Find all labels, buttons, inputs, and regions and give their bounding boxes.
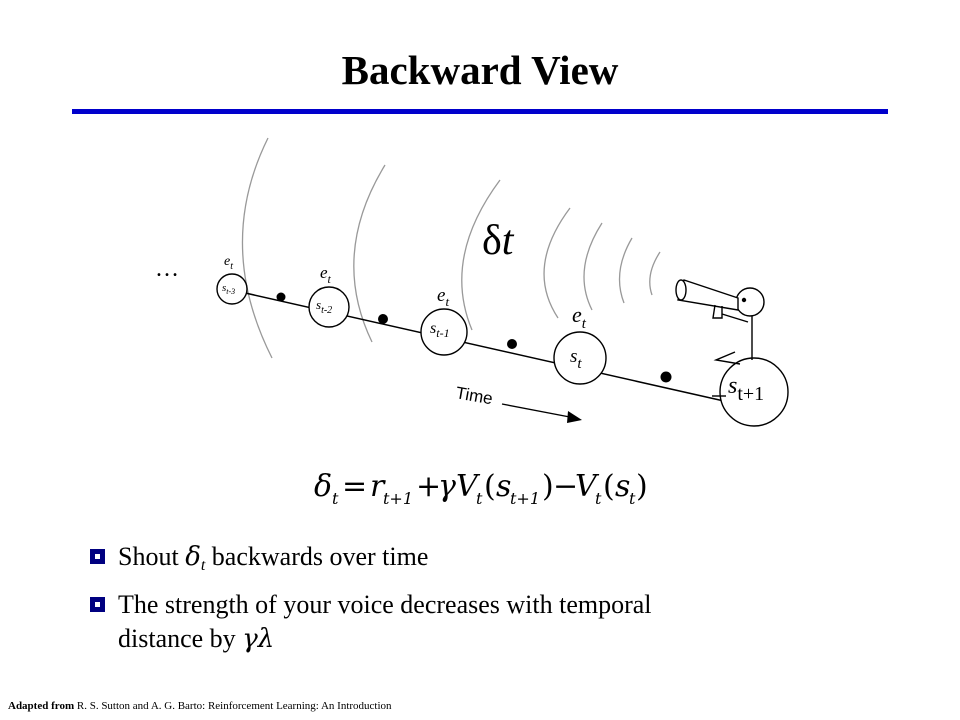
svg-text:et: et	[224, 254, 233, 272]
delta-label: δt	[482, 218, 515, 264]
delta-subscript: t	[200, 557, 206, 574]
wave-arc-4	[543, 207, 571, 319]
bullet-marker-icon	[90, 597, 105, 612]
svg-text:st+1: st+1	[728, 373, 764, 405]
trace-subscript: t	[230, 261, 233, 272]
svg-text:et: et	[572, 302, 587, 332]
slide-title: Backward View	[341, 47, 619, 93]
bullet-list: Shout δt backwards over time The strengt…	[90, 540, 870, 661]
state-subscript: t-3	[226, 287, 235, 296]
wave-arc-1	[241, 137, 273, 359]
svg-text:t: t	[476, 489, 483, 508]
svg-text:−: −	[553, 469, 578, 504]
svg-text:V: V	[575, 469, 600, 504]
svg-text:s: s	[496, 469, 511, 504]
state-label: s	[430, 320, 436, 337]
trace-subscript: t	[582, 316, 587, 332]
svg-text:γ: γ	[438, 469, 456, 504]
time-arrow	[501, 403, 576, 419]
td-error-formula: δ t = r t+1 + γ V t ( s t+1 ) − V t ( s …	[314, 469, 648, 508]
title-underline	[72, 109, 888, 114]
bullet-item: The strength of your voice decreases wit…	[90, 588, 870, 656]
bullet-text: The strength of your voice decreases wit…	[118, 590, 652, 619]
svg-text:V: V	[456, 469, 481, 504]
svg-text:=: =	[342, 469, 367, 504]
svg-text:t: t	[629, 489, 636, 508]
svg-text:s: s	[615, 469, 630, 504]
wave-arc-5	[583, 222, 603, 311]
trace-label: e	[320, 263, 328, 282]
svg-text:(: (	[603, 469, 615, 504]
footer-text: R. S. Sutton and A. G. Barto: Reinforcem…	[74, 700, 392, 712]
svg-text:t+1: t+1	[383, 489, 413, 508]
state-label: s	[570, 346, 577, 367]
state-circle-t-1	[420, 308, 468, 356]
trace-label: e	[437, 285, 445, 306]
bullet-item: Shout δt backwards over time	[90, 540, 870, 583]
svg-text:): )	[636, 469, 648, 504]
transition-dot	[507, 339, 517, 349]
state-subscript: t+1	[737, 383, 764, 405]
svg-text:st: st	[570, 346, 582, 372]
svg-text:t: t	[595, 489, 602, 508]
bullet-marker-icon	[90, 549, 105, 564]
state-label: s	[316, 297, 321, 312]
svg-text:t: t	[332, 489, 339, 508]
trace-label: e	[572, 302, 582, 327]
footer-citation: Adapted from R. S. Sutton and A. G. Bart…	[8, 700, 392, 712]
state-subscript: t-2	[321, 305, 332, 316]
svg-text:(: (	[484, 469, 496, 504]
state-subscript: t	[577, 356, 582, 372]
svg-text:δ: δ	[314, 469, 332, 504]
time-label: Time	[454, 383, 494, 408]
trace-subscript: t	[328, 272, 332, 286]
svg-text:+: +	[416, 469, 441, 504]
trace-subscript: t	[445, 294, 449, 309]
footer-bold: Adapted from	[8, 700, 75, 712]
svg-text:et: et	[437, 285, 449, 309]
svg-text:r: r	[370, 469, 386, 504]
bullet-text: backwards over time	[205, 542, 429, 571]
transition-dot	[378, 314, 388, 324]
state-circle-t-2	[308, 286, 350, 328]
svg-text:et: et	[320, 263, 332, 286]
state-circle-t+1	[719, 357, 789, 427]
state-circle-t-3	[216, 273, 248, 305]
svg-text:t+1: t+1	[510, 489, 540, 508]
megaphone-person-icon	[675, 279, 765, 397]
svg-text:st-2: st-2	[316, 297, 332, 316]
gamma-lambda-symbol: γλ	[242, 624, 275, 654]
bullet-text: distance by	[118, 624, 243, 653]
state-circle-t	[553, 331, 607, 385]
transition-dot	[276, 292, 286, 302]
ellipsis: …	[155, 256, 179, 282]
bullet-text: Shout	[118, 542, 186, 571]
state-label: s	[222, 282, 226, 294]
state-label: s	[728, 373, 737, 399]
state-subscript: t-1	[436, 326, 449, 340]
wave-arc-7	[649, 251, 661, 296]
wave-arc-6	[618, 237, 633, 304]
wave-arc-3	[461, 179, 501, 331]
svg-text:): )	[542, 469, 554, 504]
svg-text:st-3: st-3	[222, 282, 235, 296]
svg-text:st-1: st-1	[430, 320, 450, 340]
trace-label: e	[224, 254, 230, 269]
time-arrow-head	[567, 411, 582, 423]
delta-symbol: δ	[185, 542, 201, 572]
transition-dot	[660, 371, 672, 383]
wave-arc-2	[353, 164, 386, 343]
